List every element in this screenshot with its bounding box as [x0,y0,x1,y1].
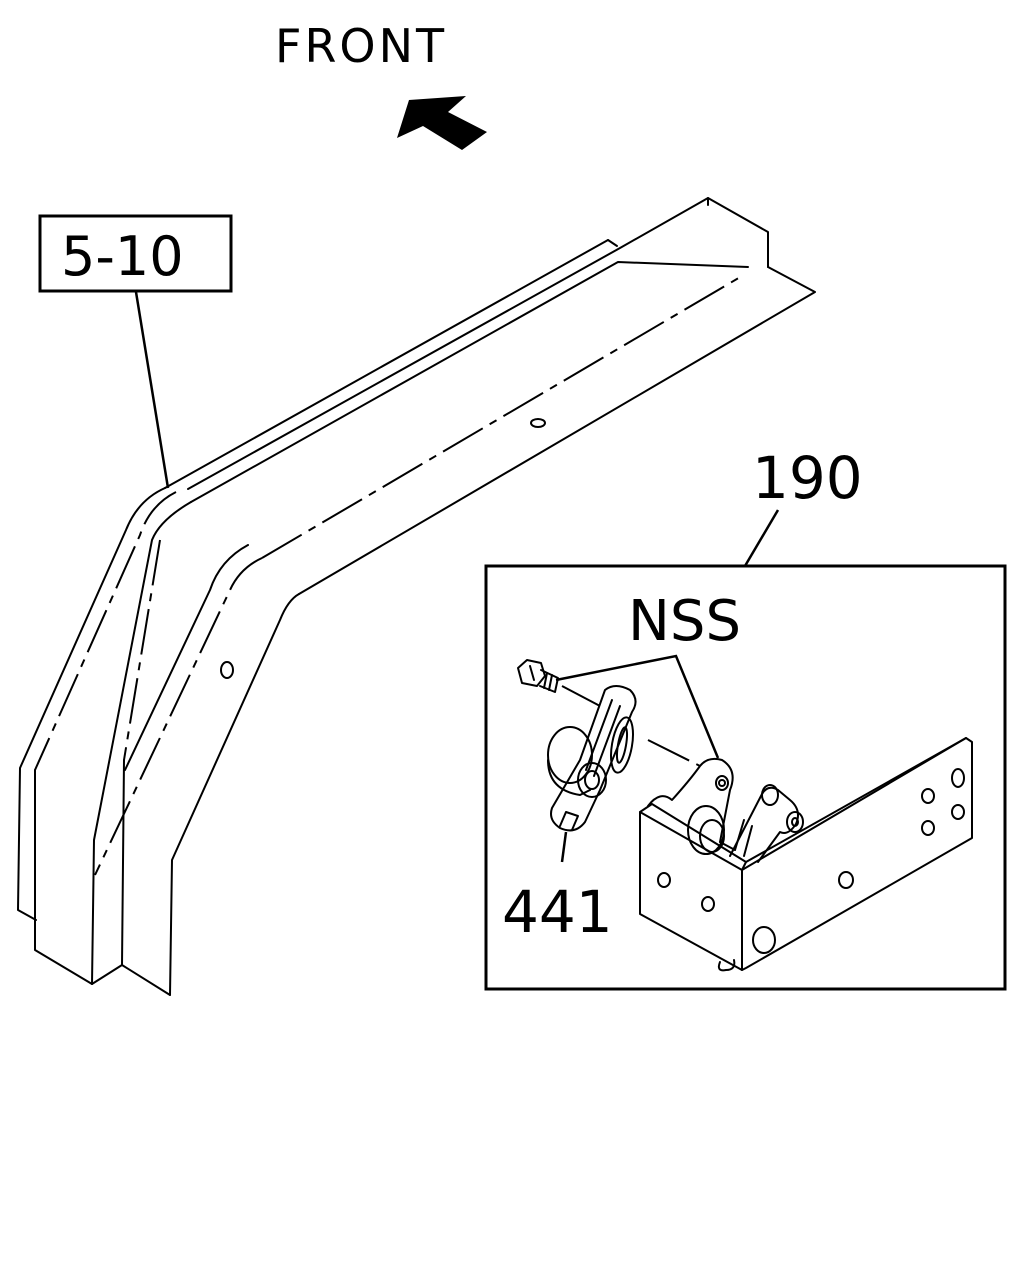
frame-ref-box[interactable]: 5-10 [38,214,233,293]
front-label: FRONT [275,19,447,73]
bolt-icon [517,659,559,693]
link-centerline [647,739,701,767]
bolt-centerline [561,685,601,707]
part-leader-line [560,831,568,863]
nss-label: NSS [628,589,741,654]
part-ref-label: 441 [502,878,613,946]
frame-leader-line [134,291,170,489]
mounting-bracket [639,737,973,972]
nss-leader-lines [555,654,720,759]
frame-ref-label: 5-10 [61,225,184,288]
frame-member [17,197,816,996]
assembly-leader-line [743,509,780,567]
link-bracket[interactable] [547,685,637,832]
front-arrow-icon [397,96,487,150]
detail-box [484,564,1007,991]
assembly-ref-label: 190 [752,444,863,512]
